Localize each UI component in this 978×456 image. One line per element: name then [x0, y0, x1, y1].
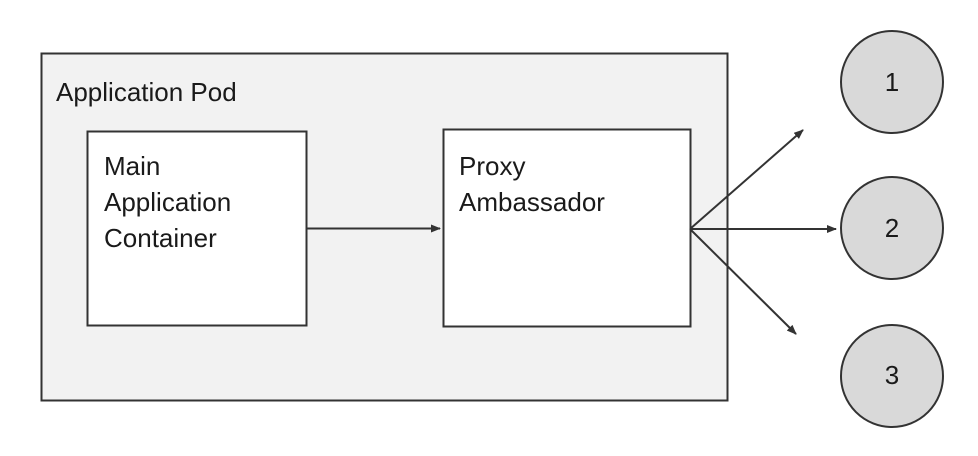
endpoint-circle-1[interactable]	[840, 30, 944, 134]
connector-proxy-to-endpoint-3	[689, 228, 797, 335]
endpoint-circle-2[interactable]	[840, 176, 944, 280]
endpoint-circle-3[interactable]	[840, 324, 944, 428]
main-application-container-box	[86, 130, 308, 327]
proxy-ambassador-box	[442, 128, 692, 328]
connector-proxy-to-endpoint-1	[689, 129, 804, 230]
